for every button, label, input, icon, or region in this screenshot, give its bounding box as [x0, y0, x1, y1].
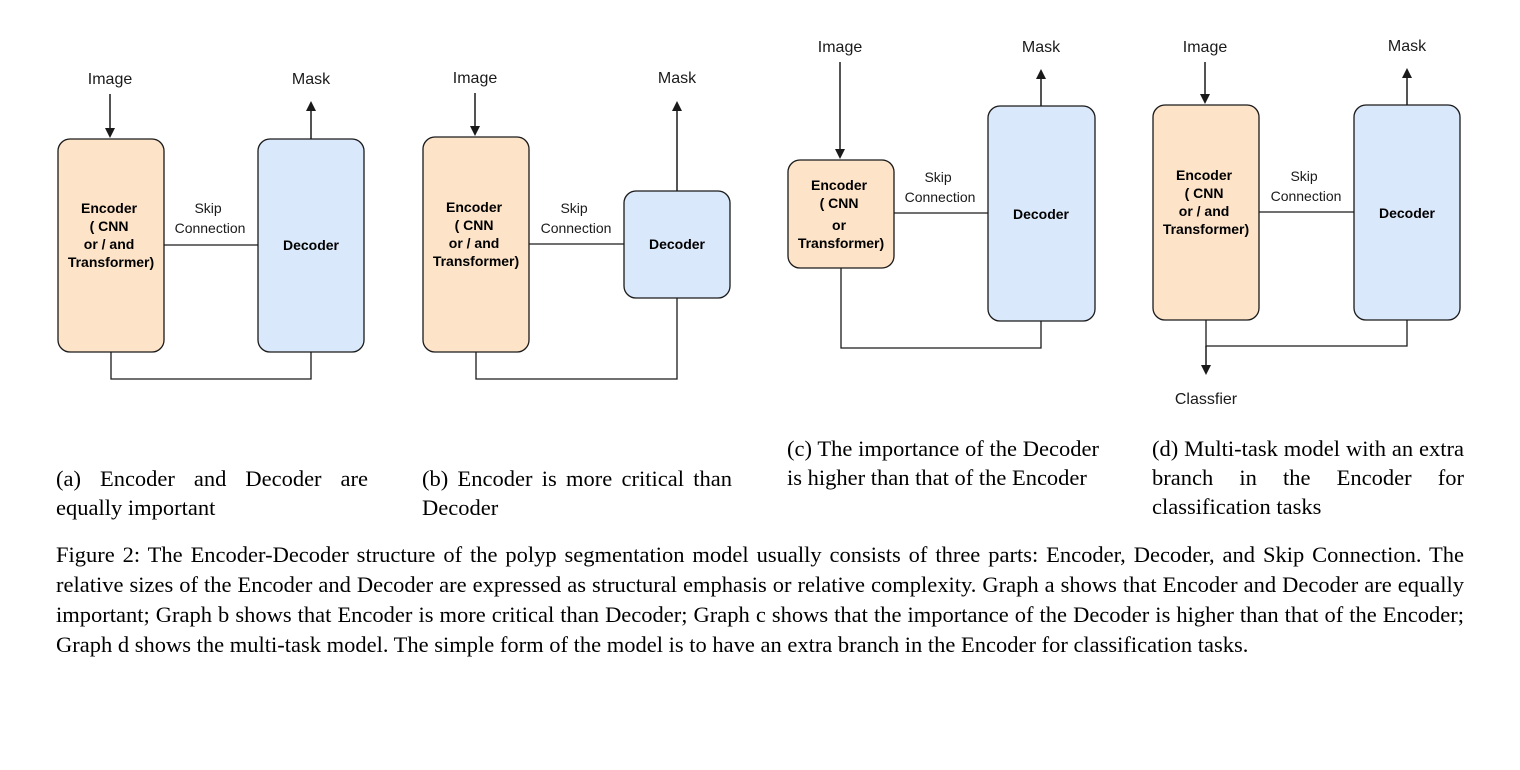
figure-caption: Figure 2: The Encoder-Decoder structure …	[56, 542, 1464, 657]
bottom-connection	[1205, 320, 1408, 347]
decoder-label: Decoder	[1379, 205, 1436, 221]
image-label: Image	[453, 70, 498, 87]
panel-b: Image Encoder ( CNN or / and Transformer…	[422, 70, 731, 380]
bottom-connection	[110, 352, 312, 380]
bottom-connection	[840, 268, 1042, 349]
caption-c: (c) The importance of the Decoder is hig…	[787, 436, 1099, 490]
caption-b: (b) Encoder is more critical than Decode…	[422, 466, 732, 520]
skip-connection-label: Skip Connection	[175, 200, 246, 236]
skip-connection-label: Skip Connection	[1271, 168, 1342, 204]
skip-connection-label: Skip Connection	[541, 200, 612, 236]
mask-label: Mask	[1388, 38, 1427, 55]
mask-label: Mask	[292, 71, 331, 88]
decoder-label: Decoder	[1013, 206, 1070, 222]
mask-label: Mask	[658, 70, 697, 87]
encoder-label: Encoder ( CNN or / and Transformer)	[433, 199, 519, 269]
panel-d: Image Encoder ( CNN or / and Transformer…	[1152, 38, 1461, 408]
encoder-label: Encoder ( CNN or / and Transformer)	[68, 200, 154, 270]
classifier-label: Classfier	[1175, 391, 1238, 408]
skip-connection-label: Skip Connection	[905, 169, 976, 205]
caption-a: (a) Encoder and Decoder are equally impo…	[56, 466, 368, 520]
encoder-label: Encoder ( CNN or Transformer)	[798, 177, 884, 251]
image-label: Image	[1183, 39, 1228, 56]
decoder-label: Decoder	[283, 237, 340, 253]
image-label: Image	[818, 39, 863, 56]
panel-a: Image Encoder ( CNN or / and Transformer…	[57, 71, 365, 380]
caption-d: (d) Multi-task model with an extra branc…	[1152, 436, 1464, 519]
bottom-connection	[475, 298, 678, 380]
mask-label: Mask	[1022, 39, 1061, 56]
image-label: Image	[88, 71, 133, 88]
decoder-label: Decoder	[649, 236, 706, 252]
panel-c: Image Encoder ( CNN or Transformer) Skip…	[787, 39, 1096, 349]
encoder-label: Encoder ( CNN or / and Transformer)	[1163, 167, 1249, 237]
